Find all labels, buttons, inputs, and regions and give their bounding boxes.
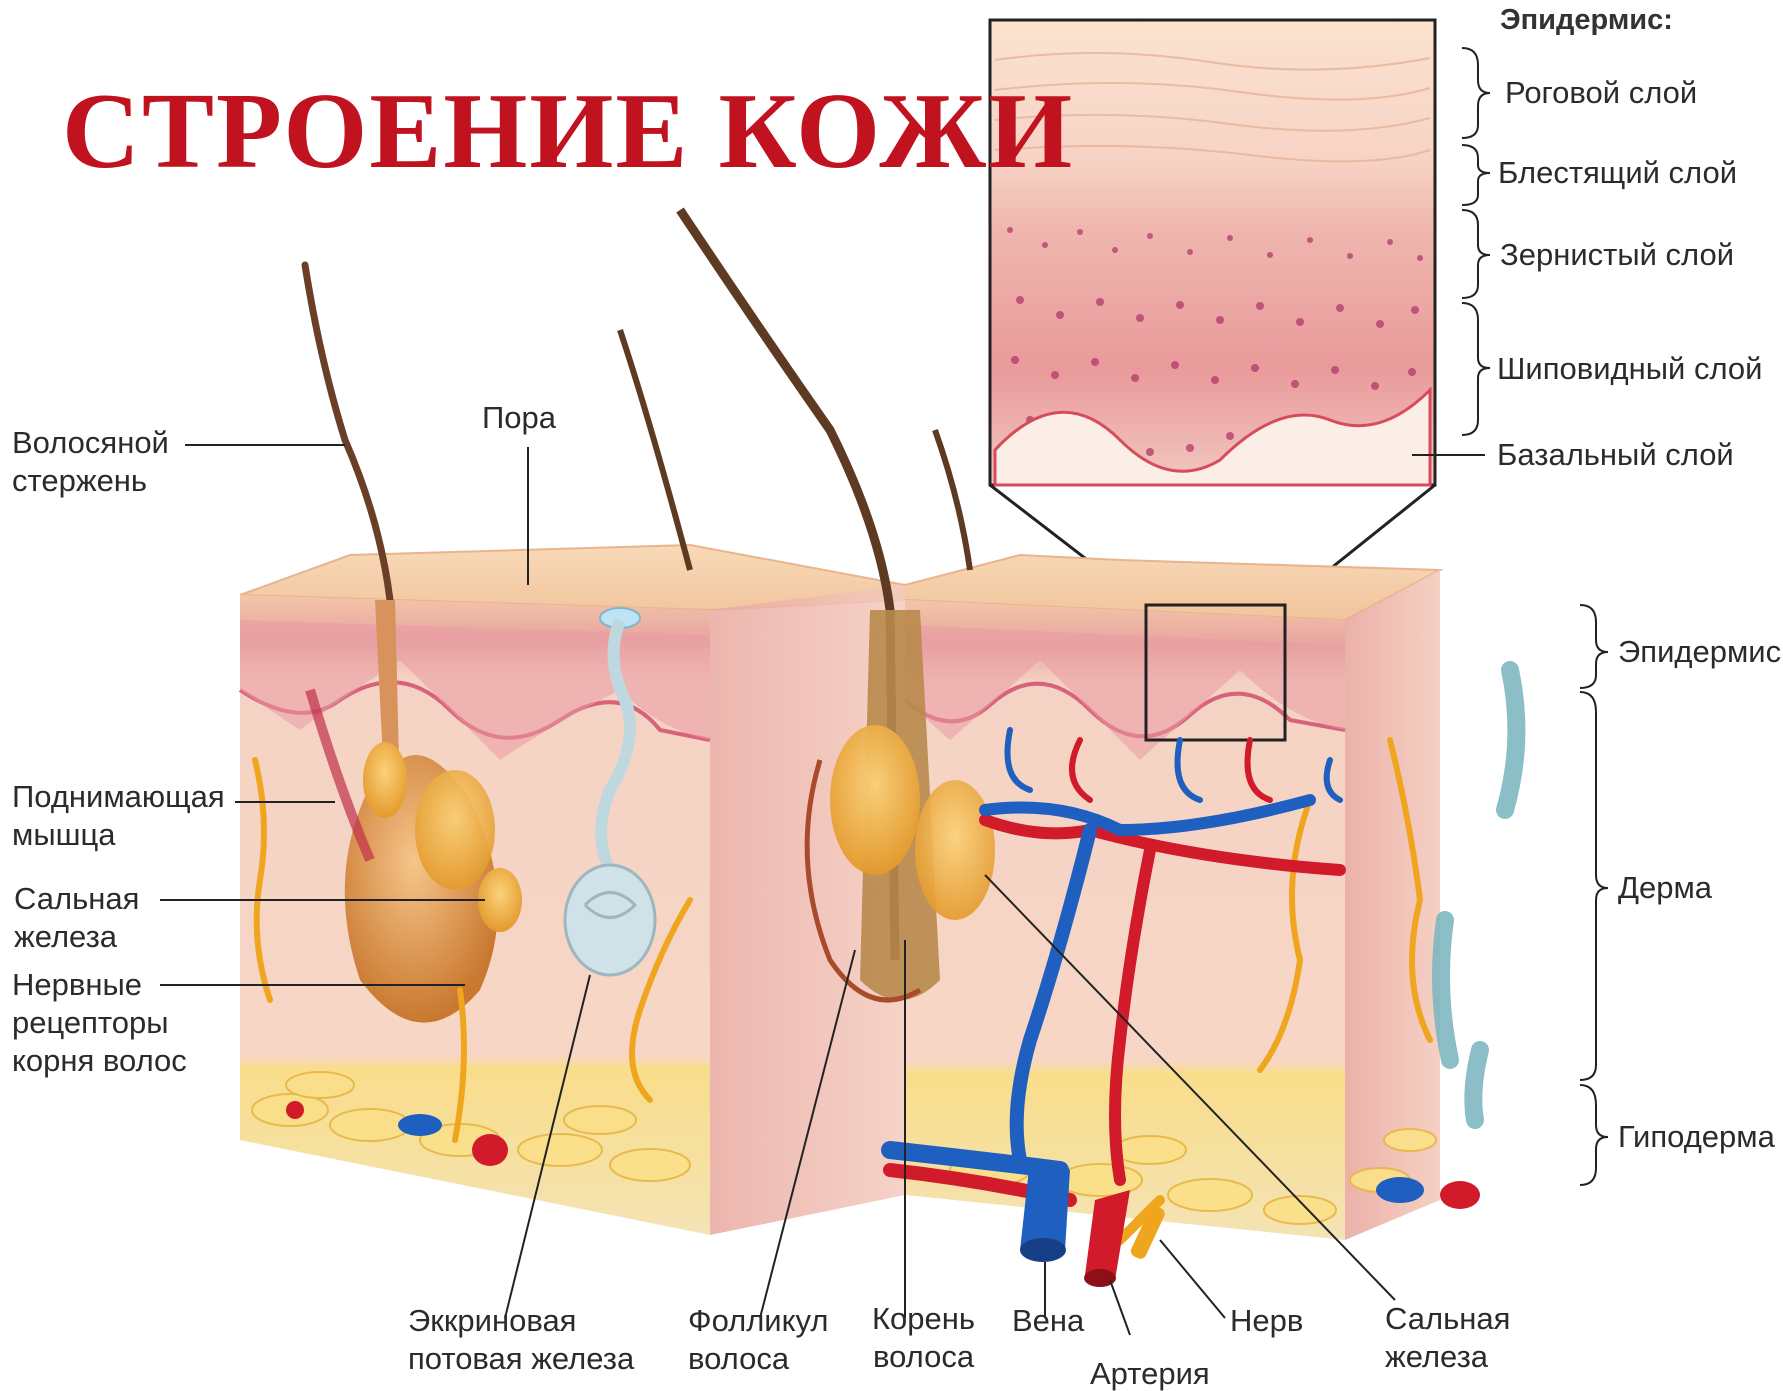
label-nerve: Нерв [1230, 1302, 1303, 1340]
layer-stratum-corneum: Роговой слой [1505, 74, 1697, 112]
diagram-title: СТРОЕНИЕ КОЖИ [62, 70, 1074, 194]
label-vein: Вена [1012, 1302, 1084, 1340]
label-artery: Артерия [1090, 1355, 1210, 1391]
region-hypodermis: Гиподерма [1618, 1118, 1775, 1156]
right-sweat-glands [1441, 670, 1516, 1120]
region-epidermis: Эпидермис [1618, 633, 1781, 671]
label-pore: Пора [482, 399, 556, 437]
layer-stratum-spinosum: Шиповидный слой [1497, 350, 1762, 388]
inset-header: Эпидермис: [1500, 4, 1673, 37]
layer-stratum-lucidum: Блестящий слой [1498, 154, 1737, 192]
layer-stratum-granulosum: Зернистый слой [1500, 236, 1734, 274]
region-dermis: Дерма [1618, 869, 1712, 907]
layer-stratum-basale: Базальный слой [1497, 436, 1734, 474]
